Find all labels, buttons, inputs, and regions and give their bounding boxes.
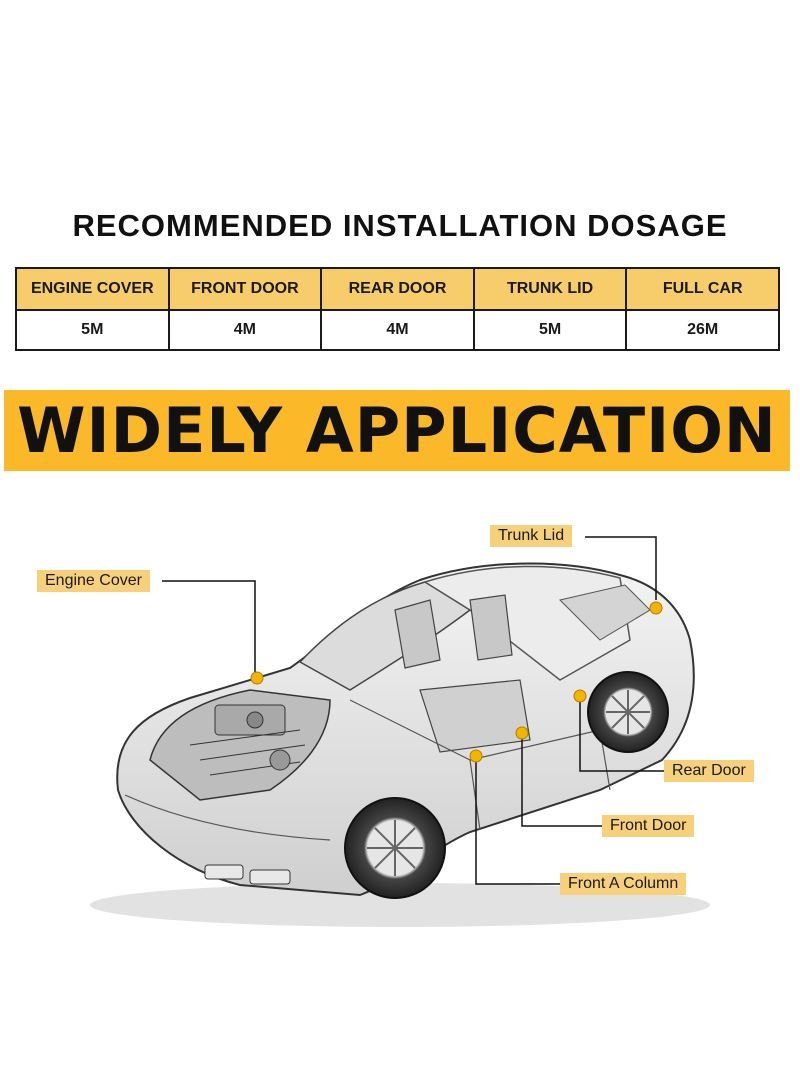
rear-wheel-spokes [606,690,650,734]
value-rear-door: 4M [320,309,475,351]
value-full-car: 26M [625,309,780,351]
front-wheel-spokes [367,820,423,876]
banner-title: WIDELY APPLICATION [17,394,777,467]
trunk-lid-dot [649,601,663,615]
dosage-table: ENGINE COVER FRONT DOOR REAR DOOR TRUNK … [15,267,780,351]
header-engine-cover: ENGINE COVER [15,267,170,311]
engine-cover-dot [250,671,264,685]
header-trunk-lid: TRUNK LID [472,267,628,311]
value-front-door: 4M [167,309,323,351]
callout-dots [250,601,663,763]
front-door-leader [521,737,602,827]
engine-cover-leader [162,580,256,672]
value-engine-cover: 5M [15,309,170,351]
header-front-door: FRONT DOOR [167,267,323,311]
callout-lines [162,536,664,885]
callout-trunk-lid: Trunk Lid [490,525,573,547]
headlight-left [204,864,244,880]
rear-door-dot [573,689,587,703]
car-shadow [90,883,710,927]
headlight-right [249,869,291,885]
dosage-value-row: 5M 4M 4M 5M 26M [15,309,780,351]
callout-front-door: Front Door [602,815,695,837]
header-rear-door: REAR DOOR [320,267,475,311]
trunk-lid-leader [585,536,657,600]
callout-engine-cover: Engine Cover [37,570,150,592]
car-interior [394,594,531,753]
callout-front-a-column: Front A Column [560,873,687,895]
front-a-column-dot [469,749,483,763]
callout-rear-door: Rear Door [664,760,754,782]
dosage-heading: RECOMMENDED INSTALLATION DOSAGE [72,208,728,243]
header-full-car: FULL CAR [625,267,780,311]
value-trunk-lid: 5M [472,309,628,351]
front-door-dot [515,726,529,740]
engine-details [189,704,306,776]
front-a-column-leader [475,760,560,885]
dosage-header-row: ENGINE COVER FRONT DOOR REAR DOOR TRUNK … [15,267,780,311]
application-banner: WIDELY APPLICATION [4,390,790,471]
rear-door-leader [579,700,664,772]
